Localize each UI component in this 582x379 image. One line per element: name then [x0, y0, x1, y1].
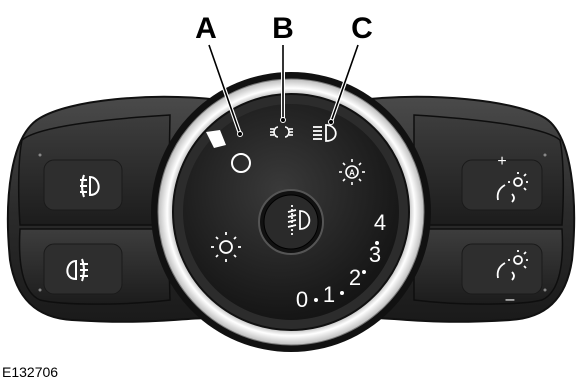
figure-id: E132706 — [2, 364, 58, 379]
callout-b: B — [272, 12, 294, 45]
callout-c: C — [351, 12, 373, 45]
right-button-panel: + – — [414, 115, 563, 308]
svg-text:A: A — [349, 169, 355, 178]
scale-digit-4: 4 — [374, 210, 386, 235]
scale-digit-0: 0 — [296, 287, 308, 312]
scale-digit-2: 2 — [349, 265, 361, 290]
scale-digit-1: 1 — [323, 282, 335, 307]
scale-digit-3: 3 — [369, 242, 381, 267]
callout-a: A — [195, 12, 217, 45]
left-button-panel — [19, 115, 170, 304]
dimmer-plus-label: + — [497, 153, 506, 170]
dimmer-minus-label: – — [506, 291, 515, 308]
